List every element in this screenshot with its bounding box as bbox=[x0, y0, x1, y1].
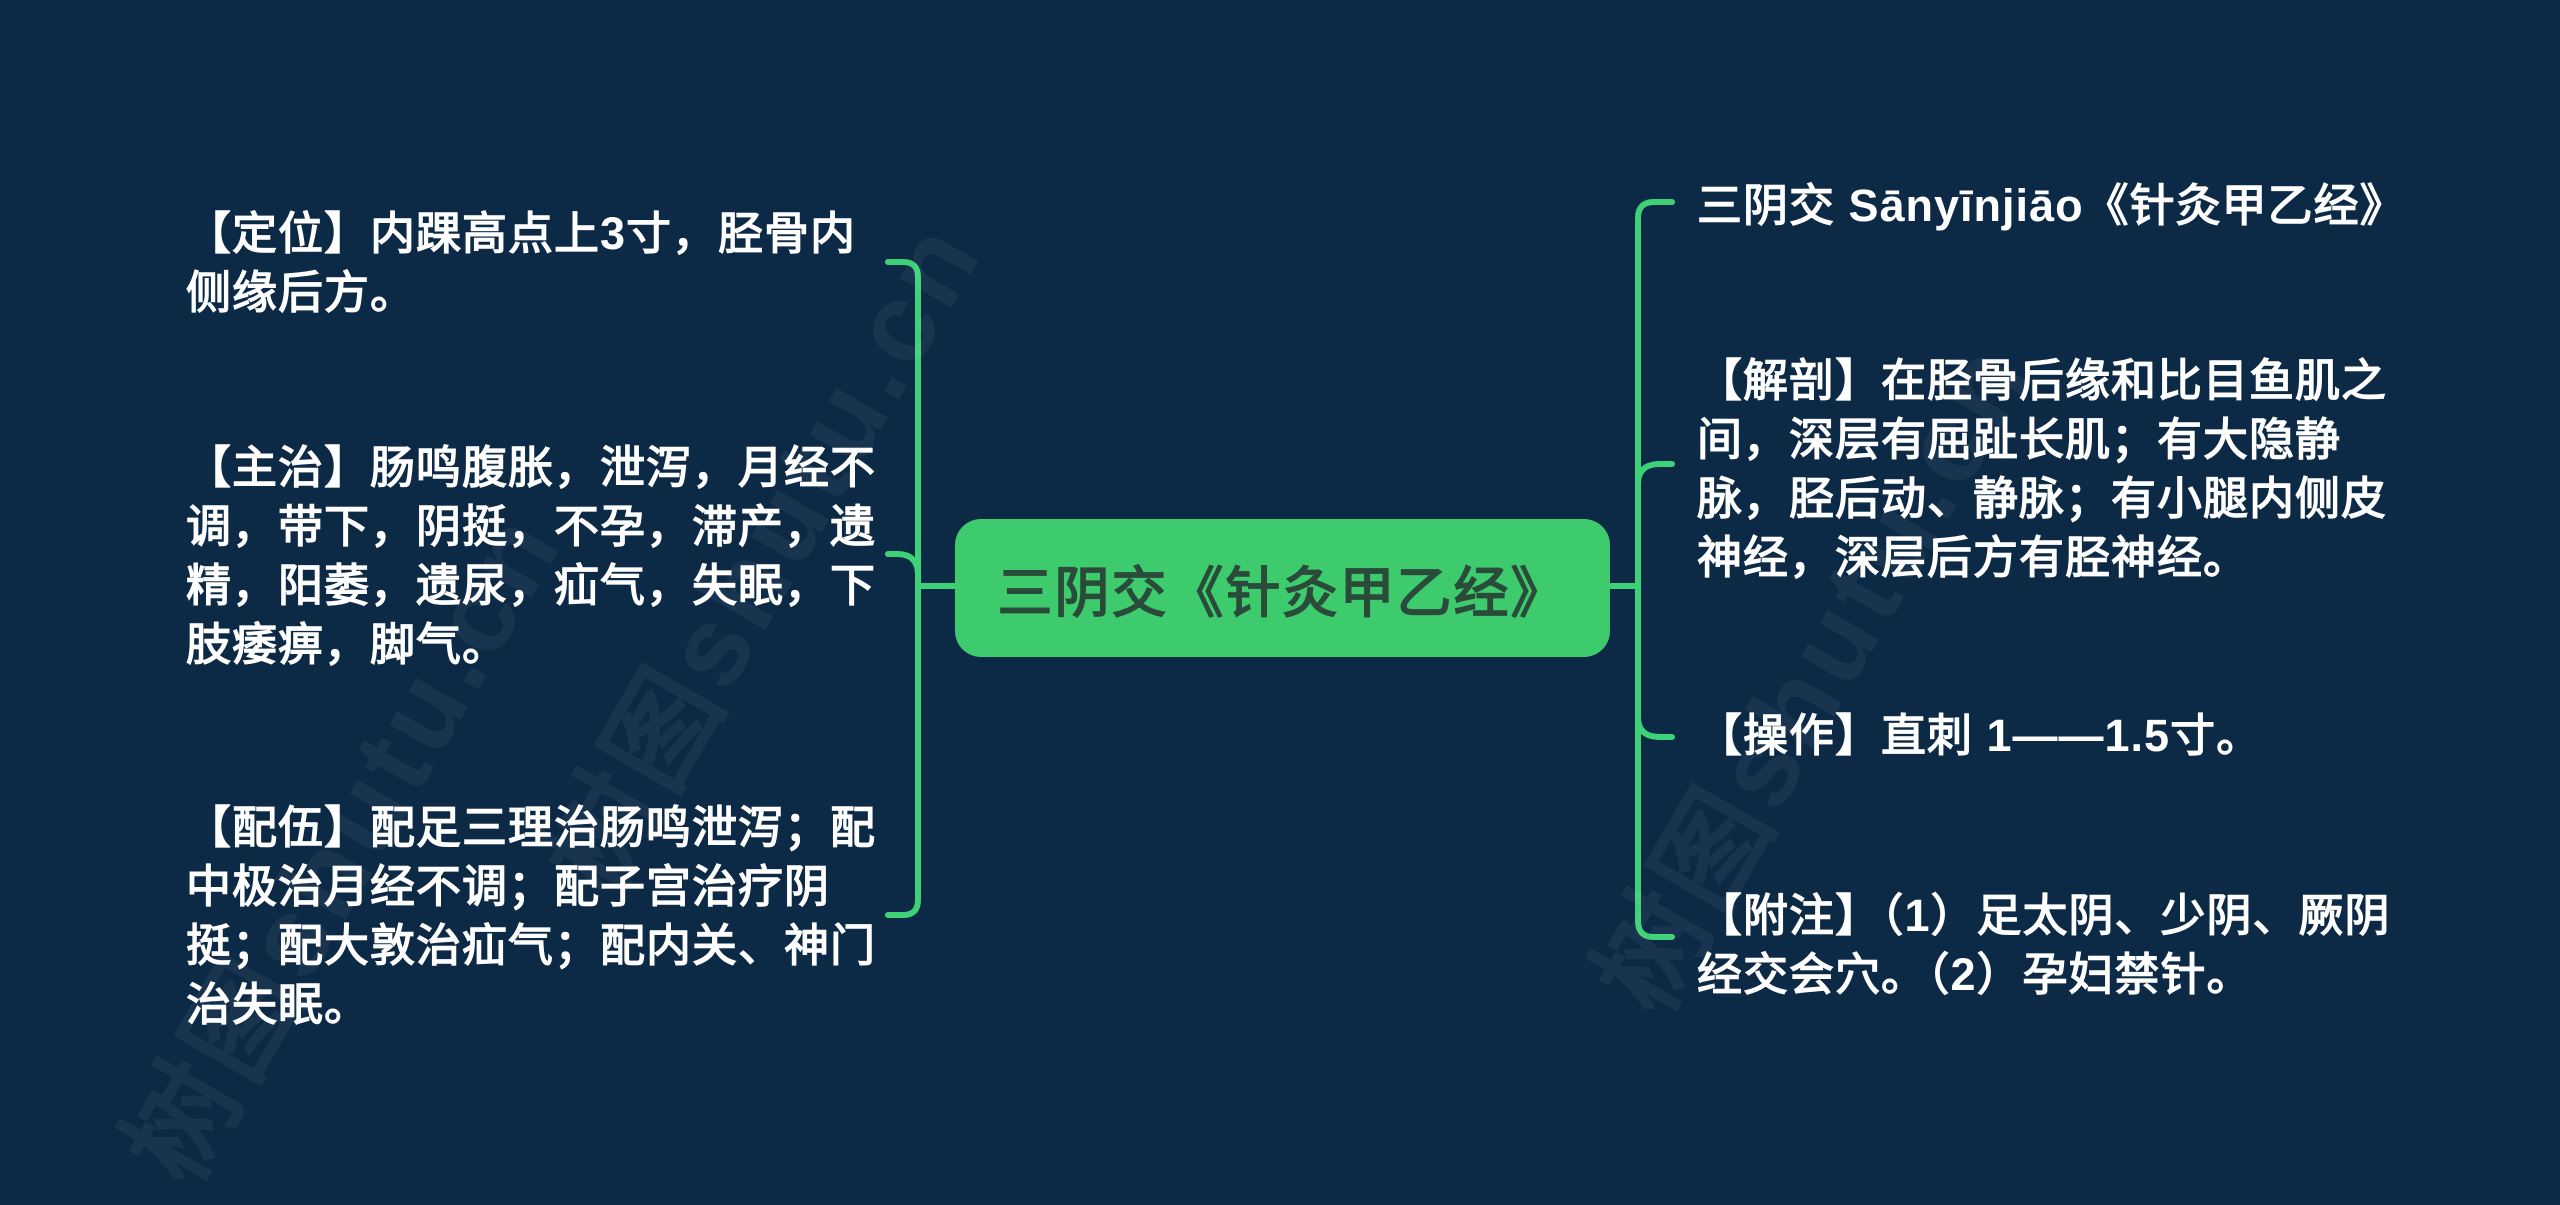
left-branch-stub-zhuzhi bbox=[885, 551, 921, 578]
root-node-label: 三阴交《针灸甲乙经》 bbox=[997, 562, 1568, 624]
branch-node-title[interactable]: 三阴交 Sānyīnjiāo《针灸甲乙经》 bbox=[1697, 180, 2406, 231]
left-bracket-connector bbox=[885, 259, 921, 918]
right-branch-stub-caozuo bbox=[1635, 714, 1675, 740]
branch-node-dingwei[interactable]: 【定位】内踝高点上3寸，胫骨内侧缘后方。 bbox=[186, 208, 857, 318]
branch-node-caozuo[interactable]: 【操作】直刺 1——1.5寸。 bbox=[1697, 710, 2263, 761]
right-branch-stub-jiepou bbox=[1635, 461, 1675, 487]
branch-node-fuzhu[interactable]: 【附注】（1）足太阴、少阴、厥阴经交会穴。（2）孕妇禁针。 bbox=[1697, 890, 2391, 1000]
right-bracket-connector bbox=[1635, 199, 1675, 940]
branch-node-jiepou[interactable]: 【解剖】在胫骨后缘和比目鱼肌之间，深层有屈趾长肌；有大隐静脉，胫后动、静脉；有小… bbox=[1697, 355, 2388, 583]
root-node[interactable]: 三阴交《针灸甲乙经》 bbox=[955, 519, 1610, 657]
branch-node-peiwu[interactable]: 【配伍】配足三理治肠鸣泄泻；配中极治月经不调；配子宫治疗阴挺；配大敦治疝气；配内… bbox=[186, 802, 877, 1030]
branch-node-zhuzhi[interactable]: 【主治】肠鸣腹胀，泄泻，月经不调，带下，阴挺，不孕，滞产，遗精，阳萎，遗尿，疝气… bbox=[186, 442, 877, 670]
